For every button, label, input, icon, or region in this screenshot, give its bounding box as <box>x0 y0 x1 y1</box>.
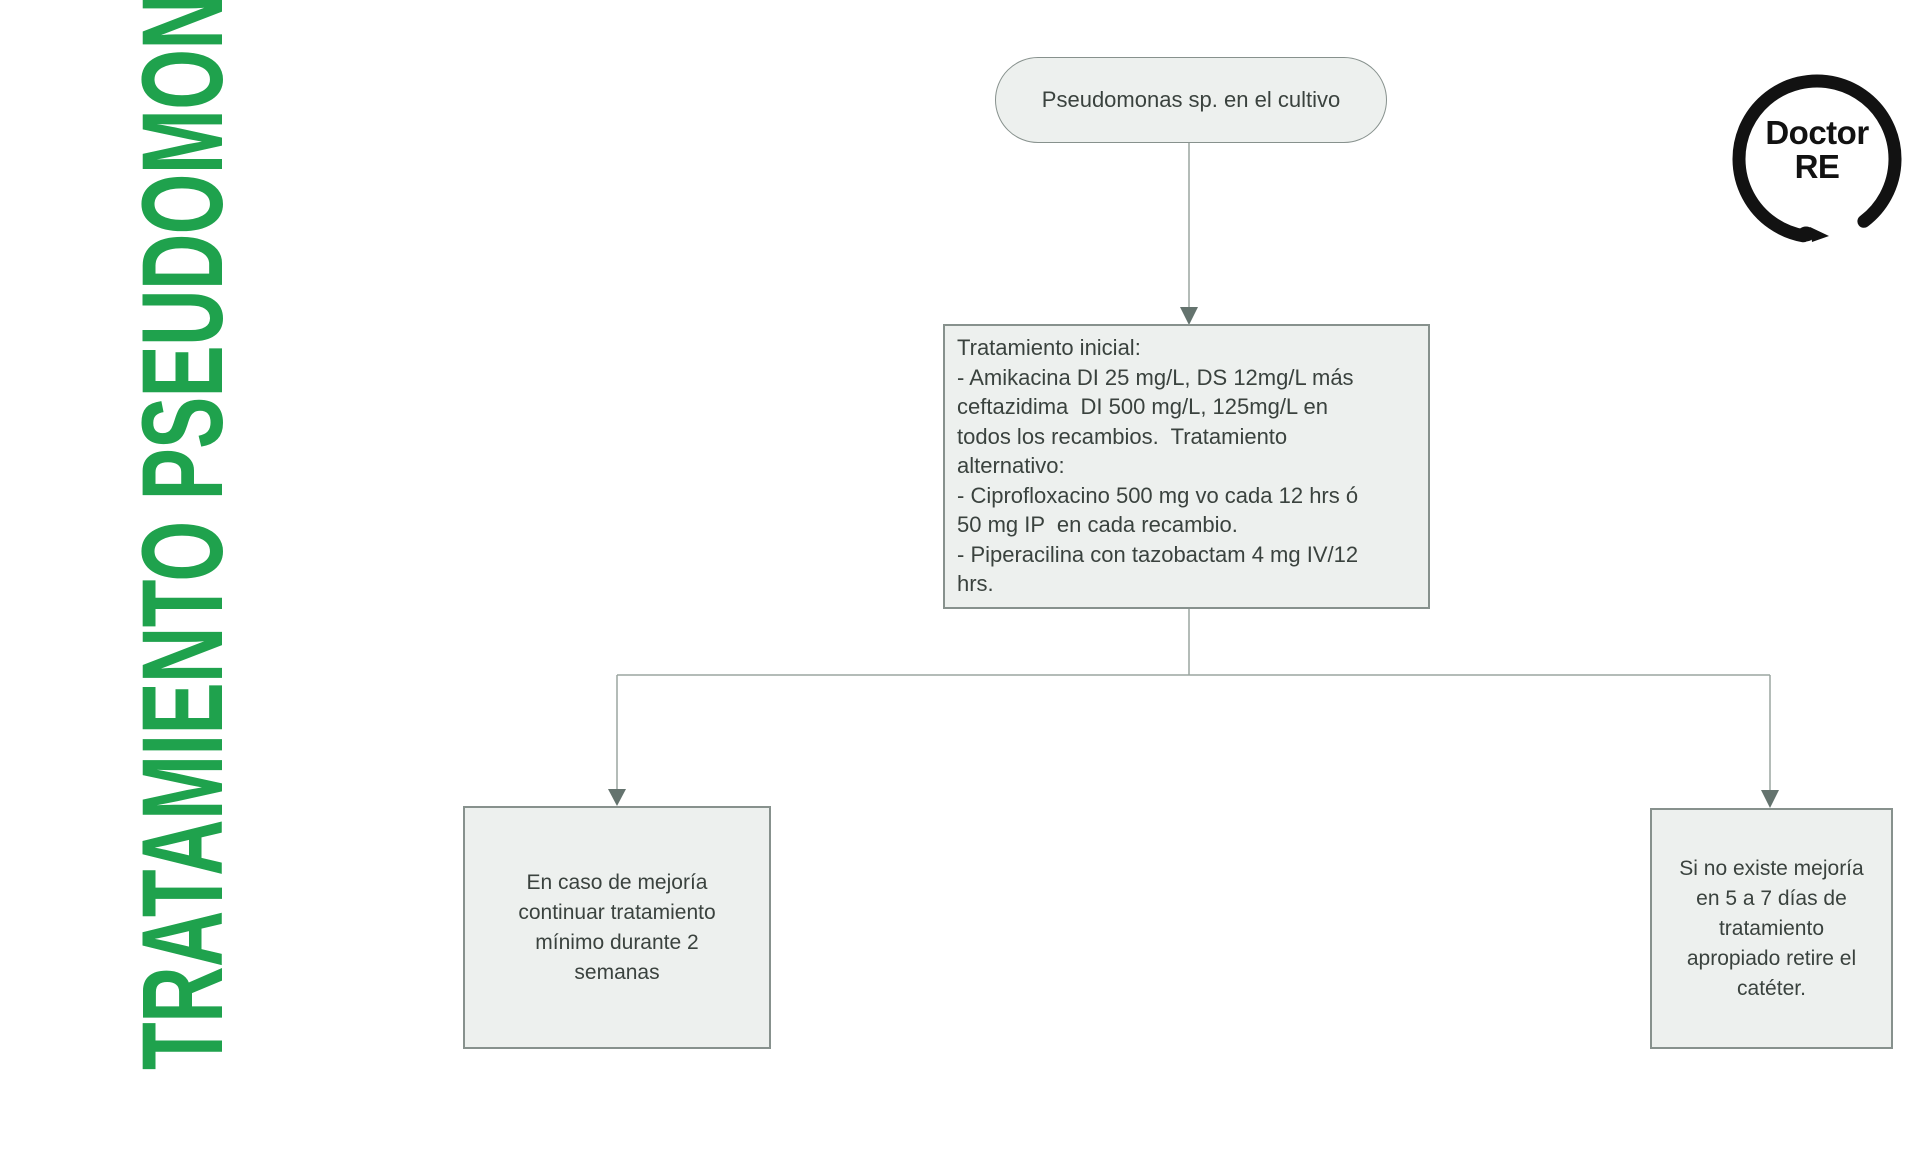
flow-node-improvement: En caso de mejoría continuar tratamiento… <box>463 806 771 1049</box>
arrowhead-top <box>1180 307 1198 325</box>
logo-text-line1: Doctor <box>1765 114 1869 151</box>
flow-node-no-improvement: Si no existe mejoría en 5 a 7 días de tr… <box>1650 808 1893 1049</box>
arrowhead-left <box>608 789 626 806</box>
flow-node-initial-treatment: Tratamiento inicial: - Amikacina DI 25 m… <box>943 324 1430 609</box>
doctor-re-logo: Doctor RE <box>1726 68 1908 250</box>
arrowhead-right <box>1761 790 1779 808</box>
logo-text-line2: RE <box>1794 148 1840 185</box>
logo-text: Doctor RE <box>1726 59 1908 241</box>
logo-circle-icon <box>1732 74 1902 243</box>
flow-node-culture: Pseudomonas sp. en el cultivo <box>995 57 1387 143</box>
